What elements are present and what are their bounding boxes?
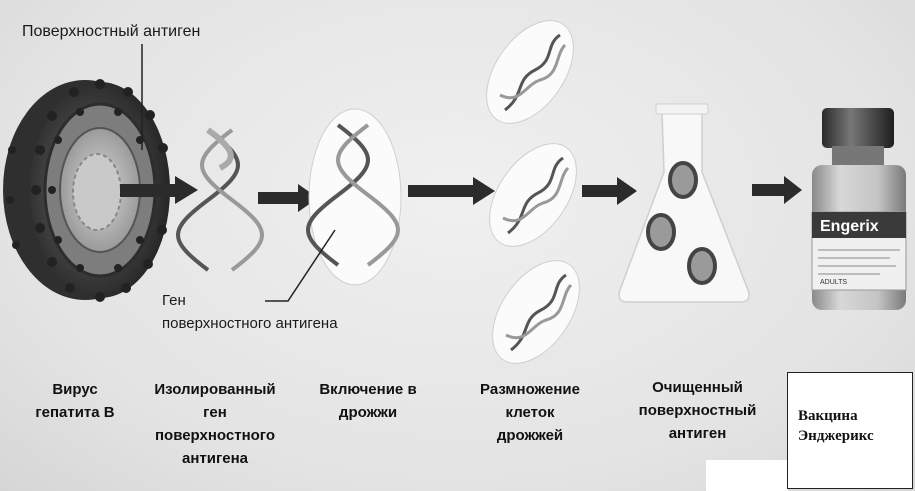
arrow-4 <box>582 177 637 205</box>
arrow-1 <box>120 176 198 204</box>
caption-virus: Вирус гепатита В <box>35 381 115 421</box>
caption-isolated-gene: Изолированный ген поверхностного антиген… <box>154 381 276 467</box>
yeast-cell-top <box>486 20 574 124</box>
vial-small-label: ADULTS <box>820 279 847 286</box>
antigen-particles <box>646 161 717 285</box>
engerix-vial: Engerix ADULTS <box>811 108 907 310</box>
multiplied-yeast-cells <box>486 20 580 364</box>
vaccine-caption-box: Вакцина Энджерикс <box>787 372 913 489</box>
yeast-cell-with-gene <box>306 108 402 286</box>
virus-surface-spikes <box>6 79 171 302</box>
yeast-cell-bottom <box>492 260 580 364</box>
vial-brand-text: Engerix <box>820 218 879 235</box>
gene-label-leader <box>265 229 336 302</box>
arrow-3 <box>408 177 495 205</box>
yeast-cell-middle <box>489 143 577 247</box>
label-surface-antigen: Поверхностный антиген <box>22 23 201 40</box>
arrow-2 <box>258 184 318 212</box>
flask <box>618 103 750 303</box>
caption-yeast-multiplication: Размножение клеток дрожжей <box>480 381 580 444</box>
label-gene-line2: поверхностного антигена <box>162 315 338 332</box>
hepatitis-b-virus <box>3 79 171 302</box>
corner-patch <box>706 460 788 491</box>
arrow-5 <box>752 176 802 204</box>
isolated-gene-dna <box>176 127 264 272</box>
caption-yeast-insertion: Включение в дрожжи <box>319 381 417 421</box>
caption-purified-antigen: Очищенный поверхностный антиген <box>638 379 757 442</box>
label-gene-line1: Ген <box>162 292 186 309</box>
caption-vaccine: Вакцина Энджерикс <box>798 408 874 444</box>
